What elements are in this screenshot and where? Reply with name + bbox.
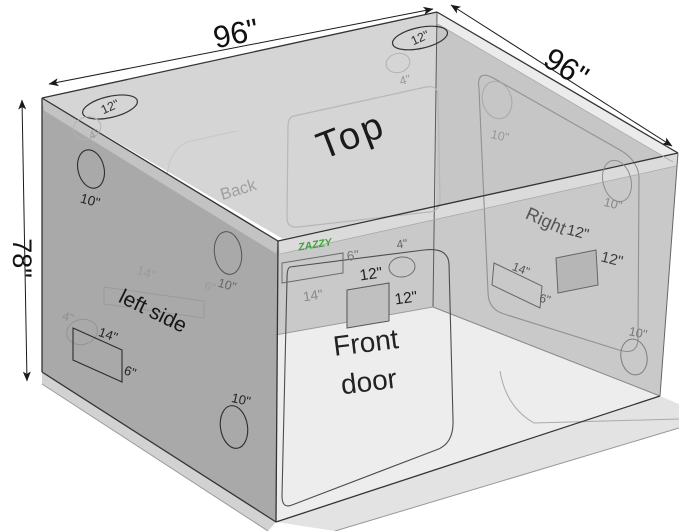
vent-left-rect-height-label: 6" bbox=[122, 363, 138, 381]
floor-tray-outline bbox=[499, 370, 679, 424]
vent-left-upper-round bbox=[76, 149, 106, 189]
duct-right-square-h-label: 12" bbox=[599, 249, 624, 271]
duct-front-square-w-label: 12" bbox=[359, 264, 384, 284]
vent-top-left-small bbox=[72, 116, 102, 140]
vent-left-interior-round bbox=[213, 231, 243, 275]
vent-right-mid-round-label: 10" bbox=[602, 195, 623, 213]
vent-right-lower-round bbox=[620, 338, 648, 376]
vent-left-interior-round-label: 10" bbox=[216, 276, 237, 295]
right-wall-base-edge bbox=[432, 306, 661, 397]
vent-front-rect-width-label: 14" bbox=[302, 287, 324, 305]
duct-port-top-left-label: 12" bbox=[99, 97, 121, 117]
left-skirt bbox=[42, 372, 276, 531]
vent-left-rect-width-label: 14" bbox=[97, 324, 120, 345]
vent-right-rect-width-label: 14" bbox=[510, 259, 531, 278]
front-door-label-line2: door bbox=[339, 363, 398, 401]
vent-left-upper-round-label: 10" bbox=[79, 191, 102, 211]
left-face bbox=[42, 98, 278, 522]
vent-right-lower-round-label: 10" bbox=[628, 324, 649, 342]
dim-width-label: 96" bbox=[210, 12, 262, 56]
brand-logo: ZAZZY bbox=[296, 236, 333, 253]
back-right-vertical-edge bbox=[432, 11, 438, 308]
duct-front-square bbox=[346, 282, 390, 329]
dim-width-line bbox=[48, 6, 434, 87]
floor bbox=[275, 307, 660, 522]
duct-right-square-w-label: 12" bbox=[565, 222, 590, 244]
vent-right-rect-height-label: 6" bbox=[538, 291, 552, 307]
vent-front-rect bbox=[281, 252, 344, 284]
front-rim bbox=[278, 153, 678, 254]
front-right-edge bbox=[659, 152, 679, 397]
dim-height-label: 78" bbox=[7, 238, 37, 278]
vent-left-interior-rect bbox=[103, 286, 205, 319]
vent-front-small-round bbox=[388, 256, 416, 278]
vent-right-rect bbox=[491, 262, 543, 309]
dim-depth-line bbox=[450, 4, 673, 147]
duct-port-top-left bbox=[82, 94, 138, 120]
dim-height-line bbox=[18, 99, 31, 382]
vent-left-interior-height-label: 6" bbox=[203, 279, 217, 295]
vent-left-rect bbox=[72, 327, 123, 383]
vent-left-small bbox=[66, 318, 98, 346]
vent-left-small-label: 4" bbox=[61, 309, 76, 326]
top-window-outline bbox=[286, 86, 441, 228]
skirt-edges bbox=[41, 383, 679, 531]
duct-front-square-h-label: 12" bbox=[394, 288, 419, 308]
bottom-skirt bbox=[276, 396, 679, 531]
vent-top-left-small-label: 4" bbox=[88, 128, 102, 143]
duct-right-square bbox=[555, 249, 599, 294]
vent-left-lower-round bbox=[219, 405, 249, 449]
back-window-outline-faint bbox=[165, 130, 238, 188]
vent-left-lower-round-label: 10" bbox=[230, 390, 252, 409]
vent-right-mid-round bbox=[601, 159, 633, 203]
vent-front-small-round-label: 4" bbox=[396, 236, 409, 251]
vent-left-interior-width-label: 14" bbox=[135, 262, 158, 282]
left-rim bbox=[42, 98, 278, 254]
vent-front-rect-height-label: 6" bbox=[346, 247, 360, 264]
front-door-outline bbox=[281, 249, 454, 507]
